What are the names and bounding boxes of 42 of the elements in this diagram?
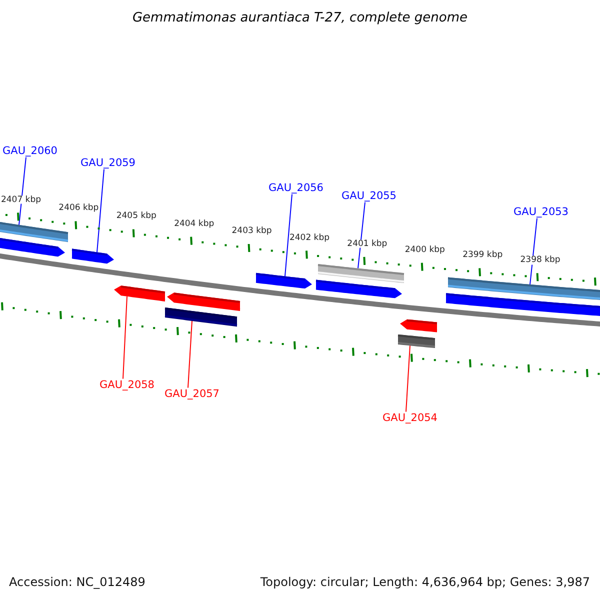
gene-bar — [164, 307, 238, 327]
tick-label: 2402 kbp — [289, 233, 330, 242]
gene-feature — [0, 238, 65, 257]
gene-feature — [256, 272, 312, 289]
leader-line — [406, 345, 410, 412]
gene-feature — [167, 292, 240, 311]
leader-line — [188, 320, 192, 388]
leader-line — [122, 296, 128, 380]
gene-label: GAU_2056 — [268, 182, 324, 194]
tick-label: 2407 kbp — [0, 195, 42, 204]
tick-label: 2406 kbp — [58, 204, 99, 212]
gene-label: GAU_2057 — [164, 388, 220, 400]
gene-bar — [0, 222, 68, 242]
tick-label: 2399 kbp — [462, 250, 503, 260]
gene-bar — [446, 293, 600, 316]
gene-label: GAU_2055 — [342, 190, 396, 202]
gene-bar — [448, 277, 600, 300]
leader-line — [96, 168, 104, 253]
title: Gemmatimonas aurantiaca T-27, complete genome — [132, 12, 468, 24]
gene-feature — [316, 280, 402, 298]
tick-label: 2403 kbp — [232, 226, 272, 236]
tick-label: 2404 kbp — [174, 220, 214, 228]
gene-label: GAU_2053 — [514, 206, 568, 218]
tick-label: 2398 kbp — [520, 256, 560, 264]
gene-bar — [398, 334, 436, 348]
footer-text: Accession: NC_012489 — [9, 576, 146, 588]
footer-text: Topology: circular; Length: 4,636,964 bp; Genes: 3,987 — [260, 576, 590, 588]
leader-line — [18, 156, 26, 226]
gene-bar — [318, 264, 404, 284]
tick-label: 2400 kbp — [404, 246, 445, 254]
leader-line — [284, 194, 292, 277]
tick-label: 2405 kbp — [116, 212, 156, 220]
tick-label: 2401 kbp — [347, 240, 388, 248]
gene-label: GAU_2059 — [80, 158, 136, 168]
leader-line — [358, 202, 366, 269]
gene-feature — [114, 286, 166, 302]
leader-line — [530, 218, 538, 286]
gene-label: GAU_2060 — [2, 146, 58, 156]
gene-label: GAU_2054 — [382, 412, 438, 424]
gene-label: GAU_2058 — [100, 380, 154, 390]
gene-feature — [72, 248, 114, 264]
gene-feature — [400, 319, 438, 332]
